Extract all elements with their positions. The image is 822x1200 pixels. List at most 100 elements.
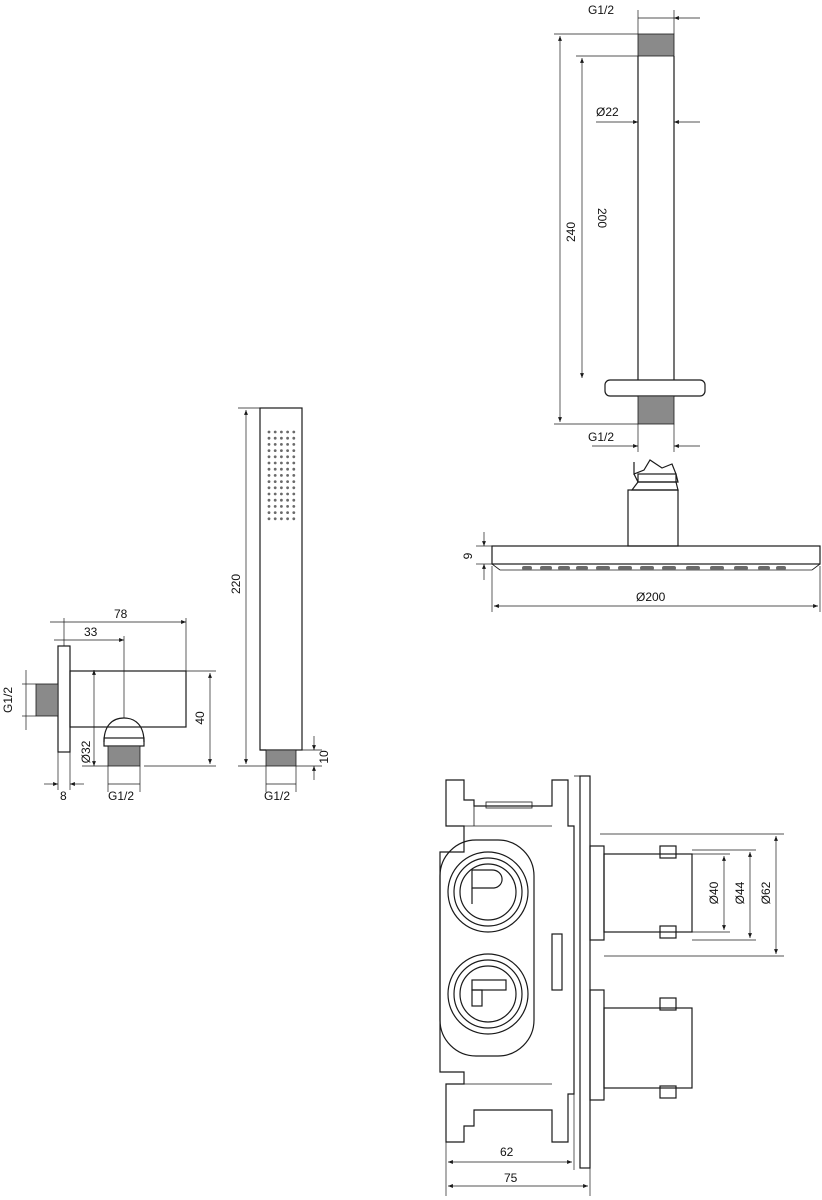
head-plate bbox=[491, 545, 821, 565]
nozzle-dot bbox=[267, 474, 271, 477]
mixer-diameter-44-label: Ø44 bbox=[733, 881, 747, 904]
nozzle-dot bbox=[280, 443, 283, 446]
mixer-depth-75-label: 75 bbox=[504, 1171, 518, 1185]
arm-flange bbox=[604, 379, 706, 397]
nozzle-dot bbox=[292, 443, 296, 446]
nozzle-dot bbox=[273, 430, 277, 434]
nozzle-dot bbox=[267, 505, 271, 508]
nozzle-dot bbox=[292, 461, 296, 465]
nozzle-dot bbox=[280, 461, 283, 465]
arm-bottom-thread bbox=[637, 395, 675, 425]
mixer-upper-valve bbox=[447, 851, 529, 933]
hand-shower-body bbox=[259, 407, 303, 751]
outlet-left-thread bbox=[35, 683, 59, 717]
arm-diameter-label: Ø22 bbox=[596, 105, 619, 119]
nozzle-dot bbox=[292, 449, 296, 452]
mixer-diameter-40-label: Ø40 bbox=[707, 881, 721, 904]
outlet-width-33-label: 33 bbox=[84, 625, 98, 639]
head-connector-nut bbox=[633, 459, 679, 483]
outlet-flange-8-label: 8 bbox=[60, 789, 67, 803]
nozzle-dot bbox=[280, 449, 283, 452]
nozzle-dot bbox=[292, 480, 296, 483]
nozzle-dot bbox=[267, 461, 271, 465]
nozzle-dot bbox=[286, 430, 289, 434]
mixer-diameter-62-label: Ø62 bbox=[759, 881, 773, 904]
nozzle-dot bbox=[273, 474, 277, 477]
nozzle-dot bbox=[292, 517, 296, 521]
nozzle-dot bbox=[273, 467, 277, 471]
nozzle-dot bbox=[280, 474, 283, 477]
outlet-bottom-thread-label: G1/2 bbox=[108, 789, 134, 803]
nozzle-dot bbox=[286, 467, 289, 471]
outlet-width-78-label: 78 bbox=[114, 607, 128, 621]
nozzle-dot bbox=[286, 498, 289, 502]
nozzle-dot bbox=[273, 517, 277, 521]
nozzle-dot bbox=[280, 480, 283, 483]
hand-shower-thread-label: G1/2 bbox=[264, 789, 290, 803]
hand-shower-drawing: 220 10 G1/2 bbox=[229, 407, 331, 803]
nozzle-dot bbox=[273, 511, 277, 514]
nozzle-dot bbox=[267, 511, 271, 514]
nozzle-dot bbox=[292, 498, 296, 502]
arm-length-200-label: 200 bbox=[595, 208, 609, 228]
wall-outlet-drawing: 78 33 40 G1/2 Ø32 8 G1/2 bbox=[1, 607, 216, 803]
rain-head-drawing: 9 Ø200 bbox=[461, 459, 821, 612]
nozzle-dot bbox=[292, 511, 296, 514]
nozzle-dot bbox=[286, 517, 289, 521]
hand-shower-end-height-label: 10 bbox=[317, 750, 331, 764]
outlet-left-thread-label: G1/2 bbox=[1, 687, 15, 713]
nozzle-dot bbox=[286, 443, 289, 446]
nozzle-dot bbox=[292, 436, 296, 440]
head-stem bbox=[627, 489, 679, 547]
nozzle-dot bbox=[280, 455, 283, 459]
nozzle-dot bbox=[273, 498, 277, 502]
nozzle-dot bbox=[273, 436, 277, 440]
mixer-depth-62-label: 62 bbox=[500, 1145, 514, 1159]
nozzle-dot bbox=[267, 455, 271, 459]
nozzle-dot bbox=[273, 492, 277, 496]
hand-shower-length-label: 220 bbox=[229, 574, 243, 594]
mixer-body-drawing: Ø40 Ø44 Ø62 62 75 bbox=[439, 775, 784, 1196]
nozzle-dot bbox=[286, 480, 289, 483]
nozzle-dot bbox=[267, 443, 271, 446]
mixer-lower-handle bbox=[589, 989, 693, 1101]
nozzle-dot bbox=[273, 443, 277, 446]
arm-length-240-label: 240 bbox=[564, 222, 578, 242]
nozzle-dot bbox=[267, 467, 271, 471]
arm-bottom-thread-label: G1/2 bbox=[588, 430, 614, 444]
nozzle-dot bbox=[280, 492, 283, 496]
nozzle-dot bbox=[267, 430, 271, 434]
outlet-diameter-32-label: Ø32 bbox=[79, 740, 93, 763]
shower-arm-drawing: G1/2 Ø22 240 200 G1/2 bbox=[554, 3, 706, 452]
nozzle-dot bbox=[273, 449, 277, 452]
nozzle-dot bbox=[286, 511, 289, 514]
nozzle-dot bbox=[267, 480, 271, 483]
nozzle-dot bbox=[280, 511, 283, 514]
nozzle-dot bbox=[292, 455, 296, 459]
head-height-label: 9 bbox=[461, 552, 475, 559]
nozzle-dot bbox=[273, 486, 277, 490]
outlet-flange bbox=[57, 645, 71, 753]
outlet-bottom-thread bbox=[107, 745, 141, 767]
nozzle-dot bbox=[267, 492, 271, 496]
nozzle-dot bbox=[286, 436, 289, 440]
nozzle-dot bbox=[280, 467, 283, 471]
nozzle-dot bbox=[292, 505, 296, 508]
nozzle-dot bbox=[286, 492, 289, 496]
nozzle-dot bbox=[286, 474, 289, 477]
nozzle-dot bbox=[292, 474, 296, 477]
nozzle-dot bbox=[267, 449, 271, 452]
hand-shower-thread bbox=[265, 749, 297, 767]
nozzle-dot bbox=[286, 455, 289, 459]
nozzle-dot bbox=[286, 461, 289, 465]
nozzle-dot bbox=[292, 492, 296, 496]
head-diameter-label: Ø200 bbox=[636, 590, 666, 604]
nozzle-dot bbox=[292, 467, 296, 471]
outlet-height-40-label: 40 bbox=[193, 711, 207, 725]
arm-top-thread bbox=[637, 33, 675, 57]
mixer-cover-plate bbox=[579, 775, 591, 1169]
nozzle-dot bbox=[292, 486, 296, 490]
mixer-box bbox=[439, 779, 575, 1143]
nozzle-dot bbox=[286, 449, 289, 452]
